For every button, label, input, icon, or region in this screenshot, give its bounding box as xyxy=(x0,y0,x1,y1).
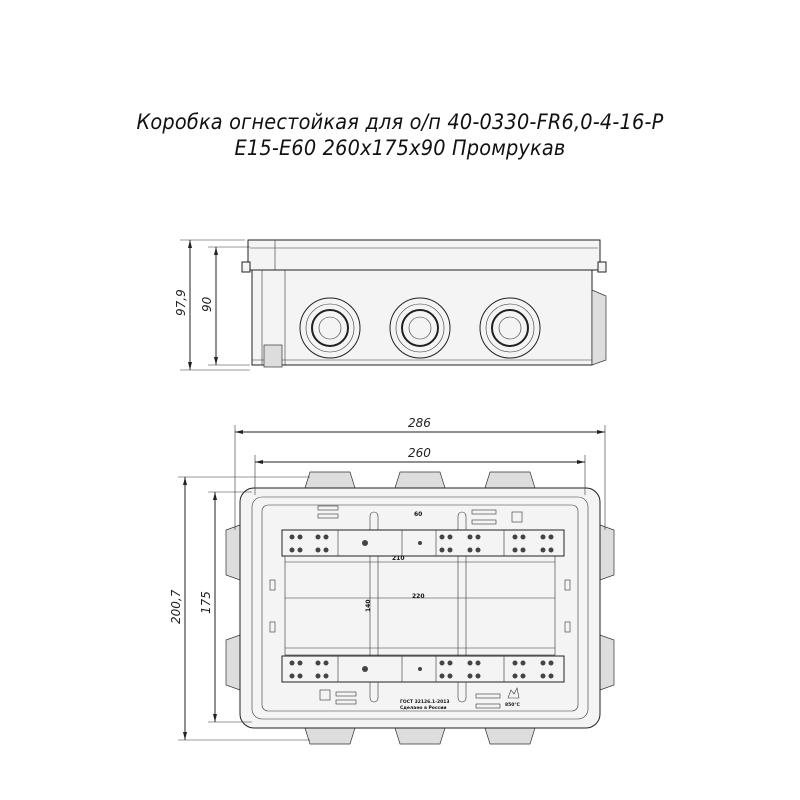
box-outline xyxy=(239,487,601,729)
svg-text:175: 175 xyxy=(199,591,213,614)
hinge-icon xyxy=(263,344,283,368)
dimension-97-9: 97,9 xyxy=(174,239,250,371)
lid-side xyxy=(247,239,601,271)
drawing-title-line-2: Е15-Е60 260х175х90 Промрукав xyxy=(234,136,566,160)
side-gland xyxy=(591,289,607,366)
side-view: 97,9 90 xyxy=(174,239,607,371)
dimension-200-7: 200,7 xyxy=(169,476,310,741)
terminal-block-row-top xyxy=(281,529,565,557)
svg-text:97,9: 97,9 xyxy=(174,289,188,316)
temperature-label: 850°C xyxy=(505,702,521,708)
svg-text:140: 140 xyxy=(365,599,372,612)
fire-icon xyxy=(507,687,520,699)
dimension-260: 260 xyxy=(254,446,586,495)
made-in-label: Сделано в России xyxy=(400,705,447,711)
body-side xyxy=(251,269,593,366)
svg-text:60: 60 xyxy=(414,511,422,518)
dimension-286: 286 xyxy=(234,416,606,530)
terminal-block-row-bottom xyxy=(281,655,565,683)
drawing-title-line-1: Коробка огнестойкая для о/п 40-0330-FR6,… xyxy=(136,110,664,134)
svg-text:200,7: 200,7 xyxy=(169,589,183,624)
svg-text:286: 286 xyxy=(408,416,431,430)
gland-1 xyxy=(299,297,361,359)
gland-3 xyxy=(479,297,541,359)
dimension-90: 90 xyxy=(200,246,250,366)
svg-text:220: 220 xyxy=(412,593,425,600)
dimension-175: 175 xyxy=(199,491,252,723)
svg-text:210: 210 xyxy=(392,555,405,562)
svg-text:260: 260 xyxy=(408,446,431,460)
svg-text:90: 90 xyxy=(200,296,214,312)
screws-icon xyxy=(269,505,571,709)
standard-label: ГОСТ 32126.1-2013 xyxy=(400,699,450,705)
top-view: 60 210 220 140 ГОСТ 32126.1-2013 Сделано… xyxy=(169,416,615,745)
gland-2 xyxy=(389,297,451,359)
